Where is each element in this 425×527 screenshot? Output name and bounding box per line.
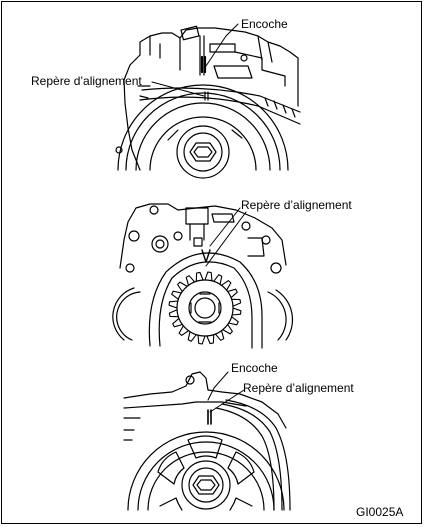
panel-2-gear-teeth	[168, 271, 242, 345]
label-encoche-1: Encoche	[241, 17, 288, 31]
label-repere-1: Repère d’alignement	[31, 74, 142, 88]
figure-code: GI0025A	[356, 505, 404, 519]
panel-3-leaders	[207, 371, 245, 413]
panel-1-leaders	[151, 23, 239, 97]
gear-teeth	[168, 271, 242, 345]
panel-2-leaders	[205, 207, 247, 267]
panel-1-camshaft-sprocket	[115, 25, 301, 179]
panel-3-crankshaft-pulley	[123, 371, 291, 511]
panel-2-gear-train	[112, 203, 294, 349]
label-repere-3: Repère d’alignement	[243, 381, 354, 395]
label-encoche-3: Encoche	[231, 361, 278, 375]
label-repere-2: Repère d’alignement	[241, 198, 352, 212]
